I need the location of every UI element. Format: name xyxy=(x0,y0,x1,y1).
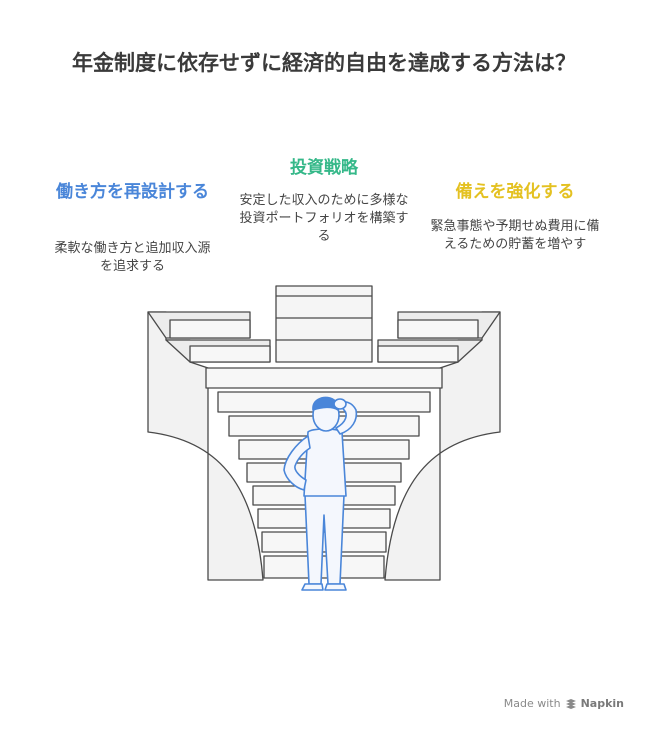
left-step-2-face xyxy=(189,345,271,363)
heading-investment-strategy: 投資戦略 xyxy=(290,158,358,178)
center-step-9 xyxy=(263,555,385,579)
napkin-logo-icon xyxy=(565,698,576,709)
heading-strengthen-preparation: 備えを強化する xyxy=(455,182,575,202)
description-redesign-work: 柔軟な働き方と追加収入源を追求する xyxy=(54,241,211,274)
description-strengthen-preparation: 緊急事態や予期せぬ費用に備えるための貯蓄を増やす xyxy=(430,219,600,252)
napkin-watermark: Made with Napkin xyxy=(504,697,624,710)
person-left-arm xyxy=(283,435,311,491)
diagram-title: 年金制度に依存せずに経済的自由を達成する方法は？ xyxy=(72,51,576,75)
left-step-1-face xyxy=(169,319,251,339)
person-hand xyxy=(333,398,347,410)
person-torso xyxy=(303,428,347,497)
person-right-foot xyxy=(324,583,347,591)
tower-block xyxy=(275,285,373,363)
thinking-person-figure xyxy=(283,396,358,591)
left-wing xyxy=(147,311,264,581)
person-left-foot xyxy=(301,583,324,591)
napkin-brand: Napkin xyxy=(580,697,624,710)
description-investment-strategy: 安定した収入のために多様な投資ポートフォリオを構築する xyxy=(239,193,409,244)
heading-redesign-work: 働き方を再設計する xyxy=(56,182,209,202)
center-step-1 xyxy=(205,367,443,389)
right-step-2-face xyxy=(377,345,459,363)
center-step-8 xyxy=(261,531,387,553)
right-wing xyxy=(384,311,501,581)
made-with-label: Made with xyxy=(503,697,561,710)
right-step-1-face xyxy=(397,319,479,339)
